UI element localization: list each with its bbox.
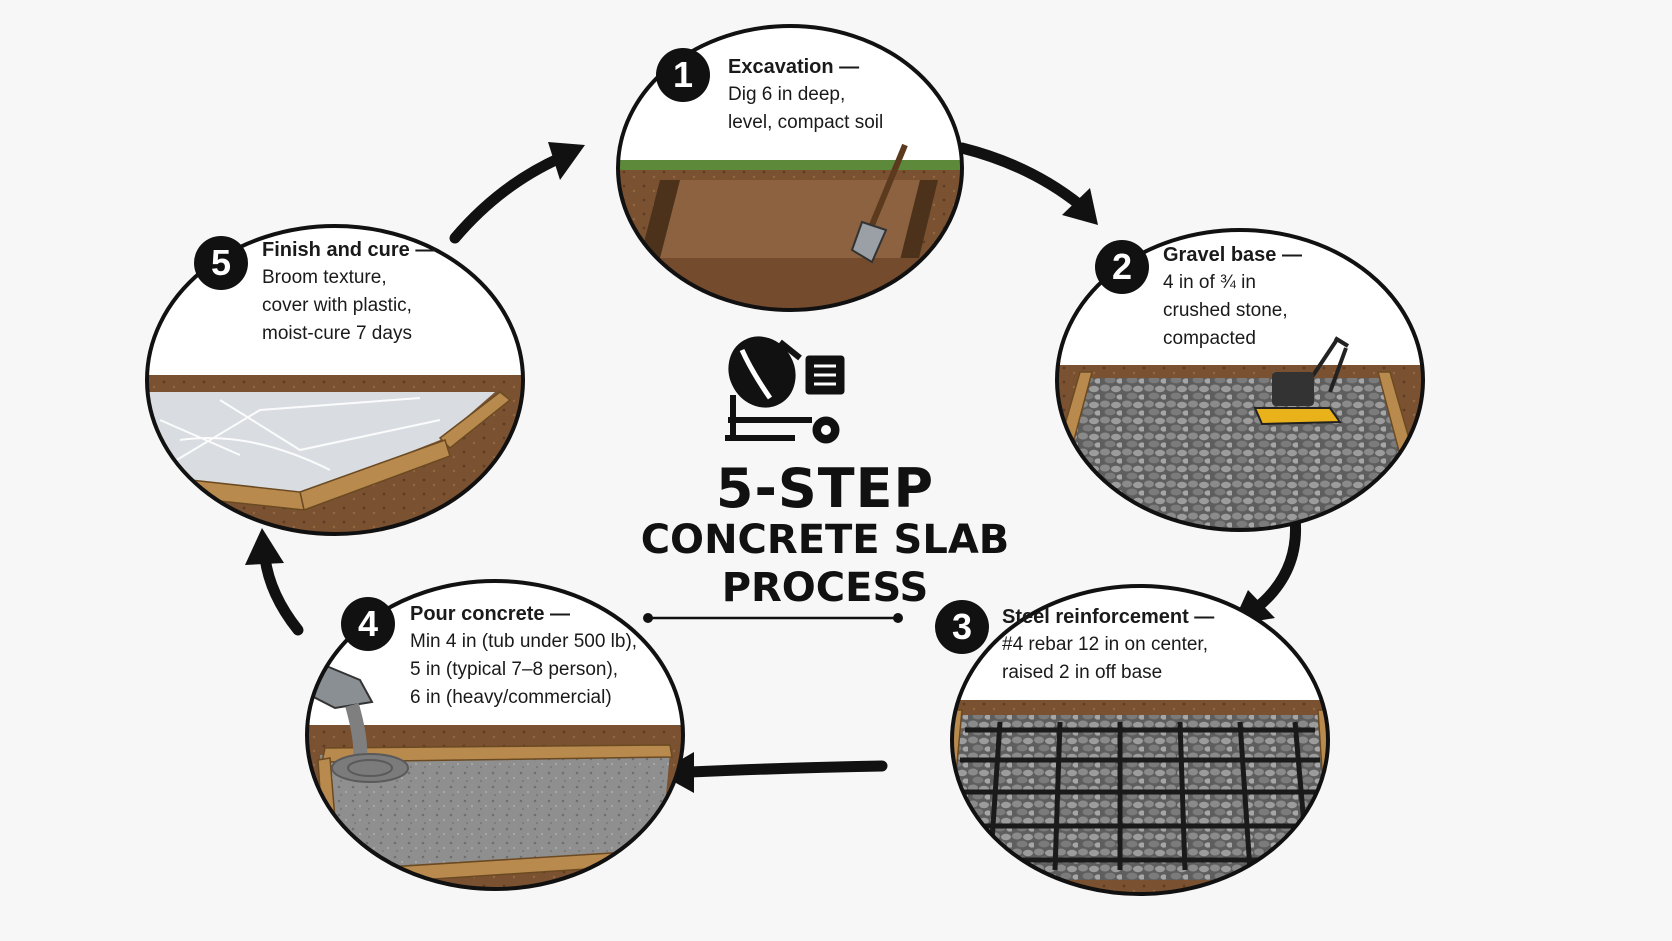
- title-line-1: 5-STEP: [715, 457, 935, 520]
- step-1-line-2: level, compact soil: [728, 112, 884, 133]
- step-5-number-badge: 5: [194, 236, 248, 290]
- cycle-arrow-icon: [449, 142, 585, 244]
- step-2-title: Gravel base —: [1163, 244, 1302, 266]
- step-5-line-2: cover with plastic,: [262, 295, 412, 316]
- title-divider: [643, 613, 903, 623]
- step-3-line-1: #4 rebar 12 in on center,: [1002, 634, 1208, 655]
- cycle-arrow-icon: [658, 752, 888, 793]
- cycle-arrow-icon: [245, 528, 304, 636]
- title-line-2: CONCRETE SLAB: [640, 517, 1010, 563]
- step-1-line-1: Dig 6 in deep,: [728, 84, 846, 105]
- step-1-number-badge: 1: [656, 48, 710, 102]
- step-3-number-badge: 3: [935, 600, 989, 654]
- plate-compactor-icon: [1253, 336, 1350, 426]
- step-5-line-1: Broom texture,: [262, 267, 387, 288]
- step-5-text: Finish and cure — Broom texture, cover w…: [262, 236, 435, 348]
- step-4-line-3: 6 in (heavy/commercial): [410, 687, 612, 708]
- step-4-title: Pour concrete —: [410, 603, 571, 625]
- step-5-title: Finish and cure —: [262, 239, 436, 261]
- title-line-3: PROCESS: [721, 565, 929, 611]
- step-4-number-badge: 4: [341, 597, 395, 651]
- step-4-line-1: Min 4 in (tub under 500 lb),: [410, 631, 638, 652]
- cycle-arrow-icon: [956, 142, 1098, 225]
- step-1-text: Excavation — Dig 6 in deep, level, compa…: [728, 53, 883, 137]
- step-3-text: Steel reinforcement — #4 rebar 12 in on …: [1002, 603, 1214, 687]
- shovel-icon: [850, 143, 908, 264]
- step-3-line-2: raised 2 in off base: [1002, 662, 1163, 683]
- step-3-illustration: [950, 584, 1330, 896]
- step-5-line-3: moist-cure 7 days: [262, 323, 412, 344]
- step-1-illustration: [616, 24, 964, 312]
- step-2-line-3: compacted: [1163, 328, 1256, 349]
- step-4-line-2: 5 in (typical 7–8 person),: [410, 659, 619, 680]
- flow-arrows: [245, 142, 1302, 793]
- step-2-text: Gravel base — 4 in of ¾ in crushed stone…: [1163, 241, 1302, 353]
- step-4-text: Pour concrete — Min 4 in (tub under 500 …: [410, 600, 637, 712]
- step-2-number-badge: 2: [1095, 240, 1149, 294]
- step-3-title: Steel reinforcement —: [1002, 606, 1215, 628]
- step-2-line-2: crushed stone,: [1163, 300, 1288, 321]
- concrete-mixer-icon: [725, 336, 845, 444]
- step-2-illustration: [1055, 228, 1425, 532]
- step-1-title: Excavation —: [728, 56, 860, 78]
- step-2-line-1: 4 in of ¾ in: [1163, 272, 1256, 293]
